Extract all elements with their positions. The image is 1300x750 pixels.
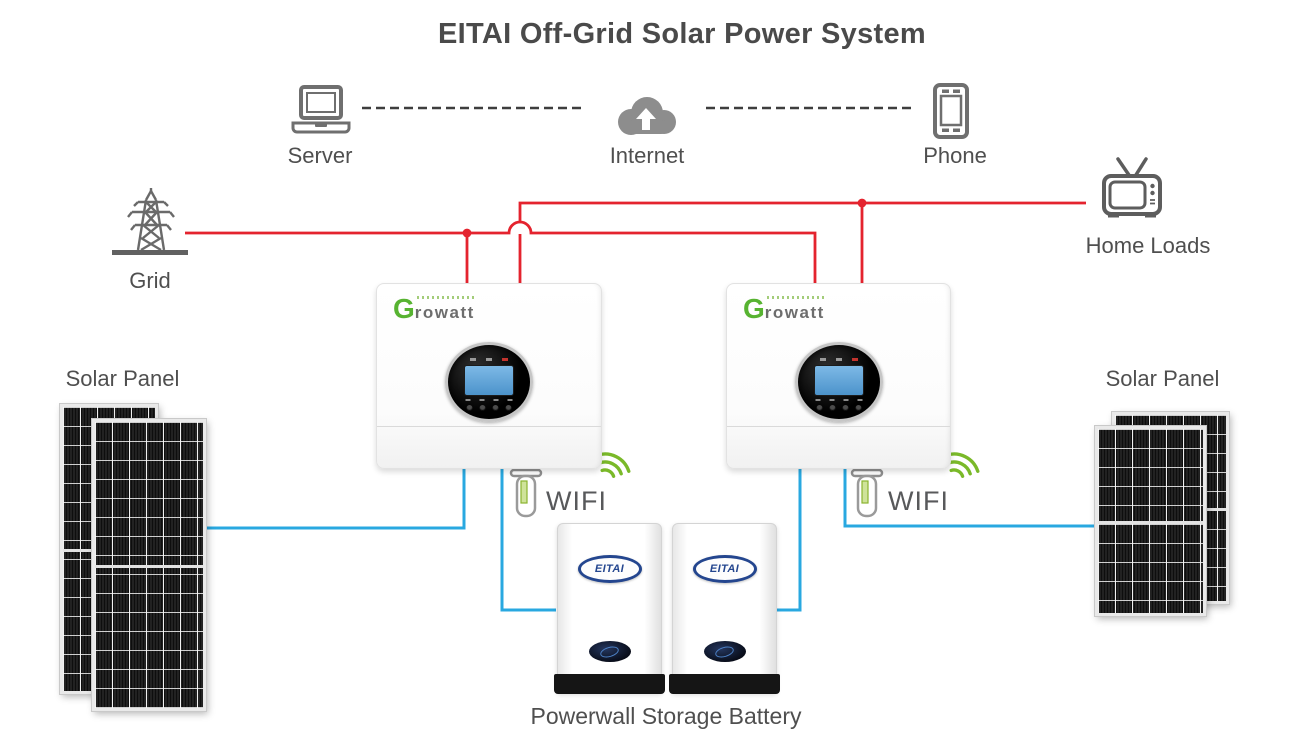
wifi-signal-icon: [595, 449, 633, 492]
inverter-lcd-screen: [465, 366, 513, 395]
tv-icon: [1098, 156, 1166, 223]
dc-power-lines: [200, 468, 1096, 612]
growatt-tagline-marks: [417, 296, 477, 299]
inverter-button-labels: [465, 399, 513, 401]
wifi-dongle-icon: [850, 459, 884, 528]
wifi-left-label: WIFI: [546, 486, 607, 516]
growatt-logo-text: rowatt: [414, 302, 475, 322]
battery-unit-2: EITAI: [669, 523, 780, 694]
ac-power-lines: [185, 201, 1086, 285]
server-icon: [290, 84, 352, 143]
inverter-display: [794, 342, 883, 422]
inverter-buttons: [466, 405, 512, 411]
solar-panel-right-label: Solar Panel: [1105, 366, 1220, 391]
page-title: EITAI Off-Grid Solar Power System: [438, 18, 926, 50]
phone-icon: [932, 82, 970, 145]
inverter-status-leds: [819, 358, 858, 361]
battery-base: [554, 674, 665, 694]
server-label: Server: [287, 143, 353, 168]
phone-label: Phone: [923, 143, 987, 168]
internet-cloud-icon: [610, 92, 682, 145]
battery-base: [669, 674, 780, 694]
eitai-logo: EITAI: [577, 555, 642, 583]
ac-junction-dots: [462, 198, 867, 238]
inverter-status-leds: [470, 358, 508, 361]
eitai-logo-text: EITAI: [709, 563, 740, 575]
eitai-logo: EITAI: [692, 555, 757, 583]
eitai-logo-text: EITAI: [594, 563, 625, 575]
wifi-dongle-icon: [509, 459, 543, 528]
growatt-tagline-marks: [767, 296, 827, 299]
growatt-logo-text: rowatt: [764, 302, 825, 322]
inverter-display: [445, 342, 533, 422]
internet-label: Internet: [609, 143, 685, 168]
battery-display: [703, 641, 746, 662]
inverter-buttons: [816, 405, 861, 411]
inverter-lcd-screen: [814, 366, 863, 395]
wifi-signal-icon: [944, 449, 982, 492]
inverter-button-labels: [815, 399, 862, 401]
battery-unit-1: EITAI: [554, 523, 665, 694]
grid-label: Grid: [129, 268, 171, 293]
solar-panel-right-front: [1095, 426, 1206, 616]
growatt-logo-g: G: [743, 293, 765, 324]
solar-panel-left-front: [92, 419, 206, 711]
solar-panel-left-label: Solar Panel: [65, 366, 180, 391]
home-loads-label: Home Loads: [1085, 233, 1211, 258]
battery-display: [588, 641, 631, 662]
growatt-logo-g: G: [393, 293, 415, 324]
grid-tower-icon: [108, 188, 192, 263]
powerwall-label: Powerwall Storage Battery: [530, 703, 802, 729]
wifi-right-label: WIFI: [888, 486, 949, 516]
